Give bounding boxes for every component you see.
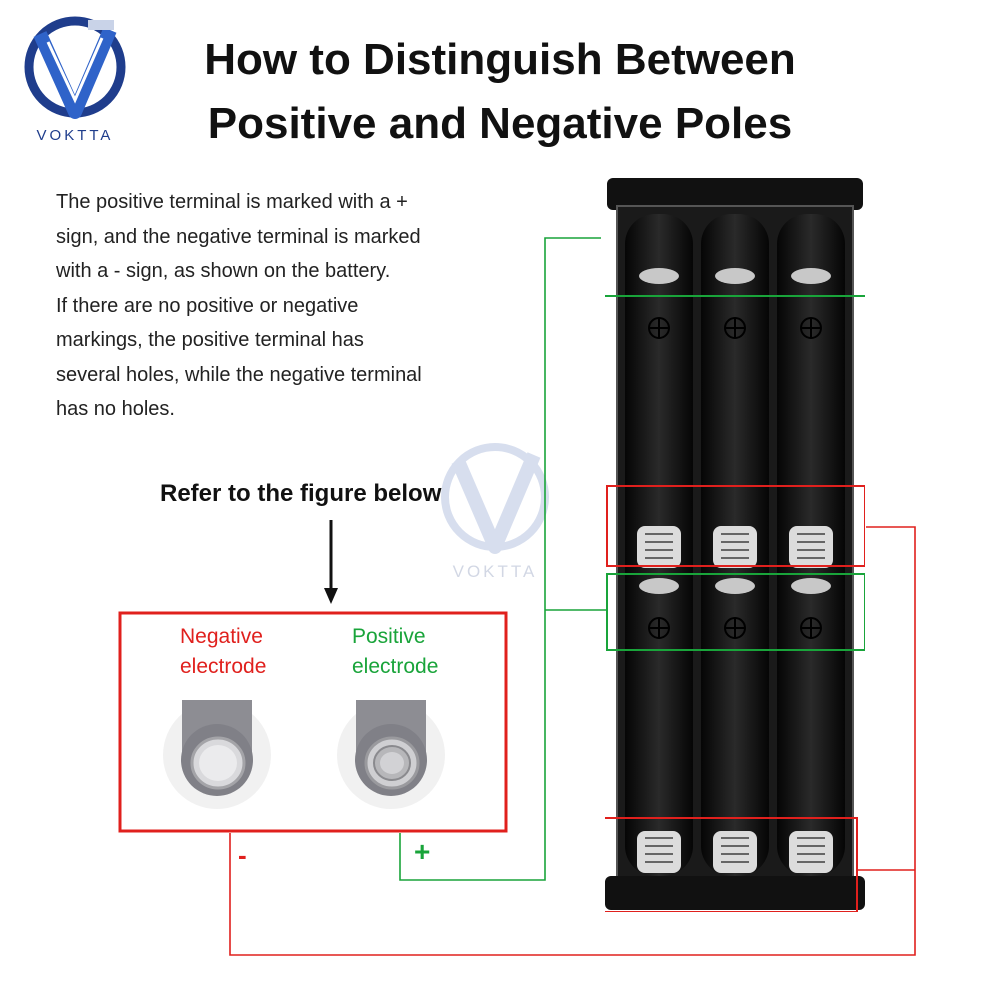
brand-name: VOKTTA [37, 127, 114, 144]
negative-bottom-box [605, 817, 858, 912]
desc-line: has no holes. [56, 398, 175, 420]
negative-symbol: - [238, 840, 247, 870]
title-line-2: Positive and Negative Poles [207, 99, 793, 148]
desc-line: markings, the positive terminal has [56, 329, 364, 351]
page-title: How to Distinguish Between Positive and … [140, 28, 860, 156]
desc-line: The positive terminal is marked with a + [56, 191, 408, 213]
negative-label-line-2: electrode [180, 655, 267, 678]
desc-line: sign, and the negative terminal is marke… [56, 225, 421, 248]
negative-label-line-1: Negative [180, 625, 263, 648]
down-arrow-icon [324, 520, 338, 604]
desc-line: with a - sign, as shown on the battery. [56, 260, 391, 282]
positive-middle-box [606, 573, 865, 651]
positive-label-line-1: Positive [352, 625, 426, 648]
brand-logo: VOKTTA [24, 16, 126, 144]
battery-cell-negative [163, 700, 271, 809]
positive-top-box [605, 295, 865, 297]
battery-holder [605, 178, 865, 912]
watermark-name: VOKTTA [453, 562, 538, 581]
watermark-logo: VOKTTA [441, 443, 549, 581]
desc-line: several holes, while the negative termin… [56, 363, 422, 386]
positive-label-line-2: electrode [352, 655, 439, 678]
negative-electrode-label: Negative electrode [180, 622, 266, 682]
description: The positive terminal is marked with a +… [56, 185, 516, 427]
negative-middle-box [606, 485, 865, 567]
positive-symbol: + [414, 836, 431, 867]
refer-caption: Refer to the figure below [160, 480, 442, 507]
positive-electrode-label: Positive electrode [352, 622, 438, 682]
title-line-1: How to Distinguish Between [204, 35, 796, 84]
desc-line: If there are no positive or negative [56, 294, 359, 317]
battery-cell-positive [337, 700, 445, 809]
